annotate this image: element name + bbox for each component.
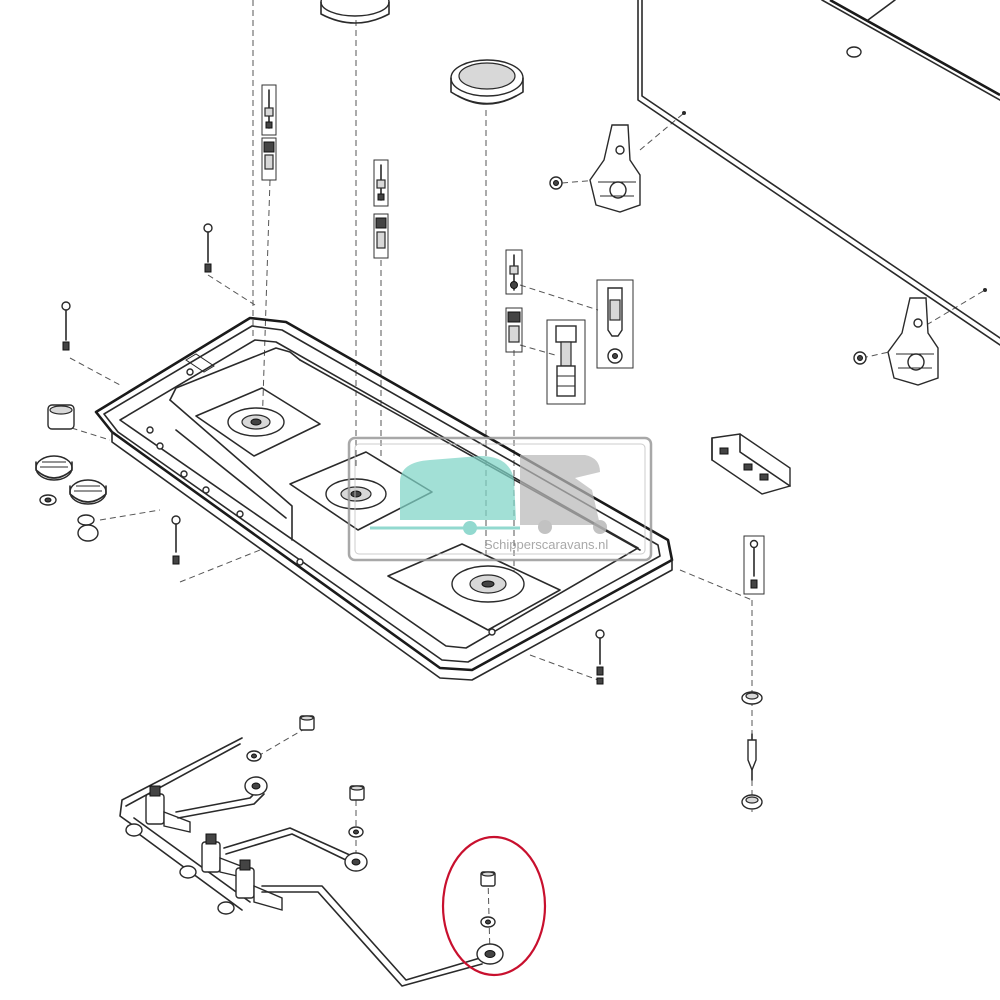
hob-screws xyxy=(61,223,605,685)
ignition-plug-detail-box xyxy=(546,319,586,405)
knob-1 xyxy=(35,455,73,481)
knob-2 xyxy=(69,479,107,505)
injector-upper xyxy=(299,715,315,731)
spark-generator xyxy=(711,433,791,495)
burner-cap-top-left xyxy=(320,0,390,24)
rubber-bush-upper xyxy=(741,691,763,705)
burner-cap-middle xyxy=(450,59,524,105)
burner-ring-middle xyxy=(325,478,387,510)
pipe-nut-middle xyxy=(344,852,368,872)
control-knobs-left xyxy=(35,404,107,542)
gas-manifold xyxy=(119,737,504,987)
thermocouple-detail-box xyxy=(596,279,634,369)
watermark-text: Schipperscaravans.nl xyxy=(484,537,608,552)
washer-highlighted xyxy=(480,916,496,928)
gas-valve-3 xyxy=(217,859,283,915)
watermark-logo: Schipperscaravans.nl xyxy=(347,436,653,562)
screw-upper-left xyxy=(203,223,213,273)
washer-middle xyxy=(348,826,364,838)
injector-set-middle xyxy=(373,159,389,259)
gas-valve-1 xyxy=(125,785,191,837)
highlight-ellipse xyxy=(441,835,547,977)
rubber-bush-lower xyxy=(741,794,763,810)
watermark-caravan-icon xyxy=(370,456,520,535)
hinge-bracket-lower xyxy=(853,297,939,386)
pipe-nut-right xyxy=(476,943,504,965)
assembly-guide-lines xyxy=(61,0,986,956)
washer-upper xyxy=(246,750,262,762)
manifold-injectors xyxy=(246,715,496,928)
mounting-pin xyxy=(747,733,757,781)
knob-3 xyxy=(39,494,99,542)
watermark-motorhome-icon xyxy=(520,455,607,534)
injector-highlighted xyxy=(480,871,496,887)
push-button-ignition xyxy=(47,404,75,430)
screw-lower-right xyxy=(595,629,605,685)
cabinet-panel xyxy=(637,0,1000,346)
watermark-frame xyxy=(347,436,653,562)
hob-tray xyxy=(94,316,674,681)
right-fixing-stack xyxy=(741,535,765,810)
pipe-nut-left xyxy=(244,776,268,796)
burner-ring-right xyxy=(451,565,525,603)
burner-ring-left xyxy=(227,407,285,437)
screw-lower-left xyxy=(171,515,181,565)
hinge-bracket-upper xyxy=(549,124,641,213)
injector-set-left xyxy=(261,84,277,181)
injector-set-right xyxy=(505,249,523,353)
screw-far-left xyxy=(61,301,71,351)
gas-valve-2 xyxy=(179,833,247,879)
injector-middle xyxy=(349,785,365,801)
